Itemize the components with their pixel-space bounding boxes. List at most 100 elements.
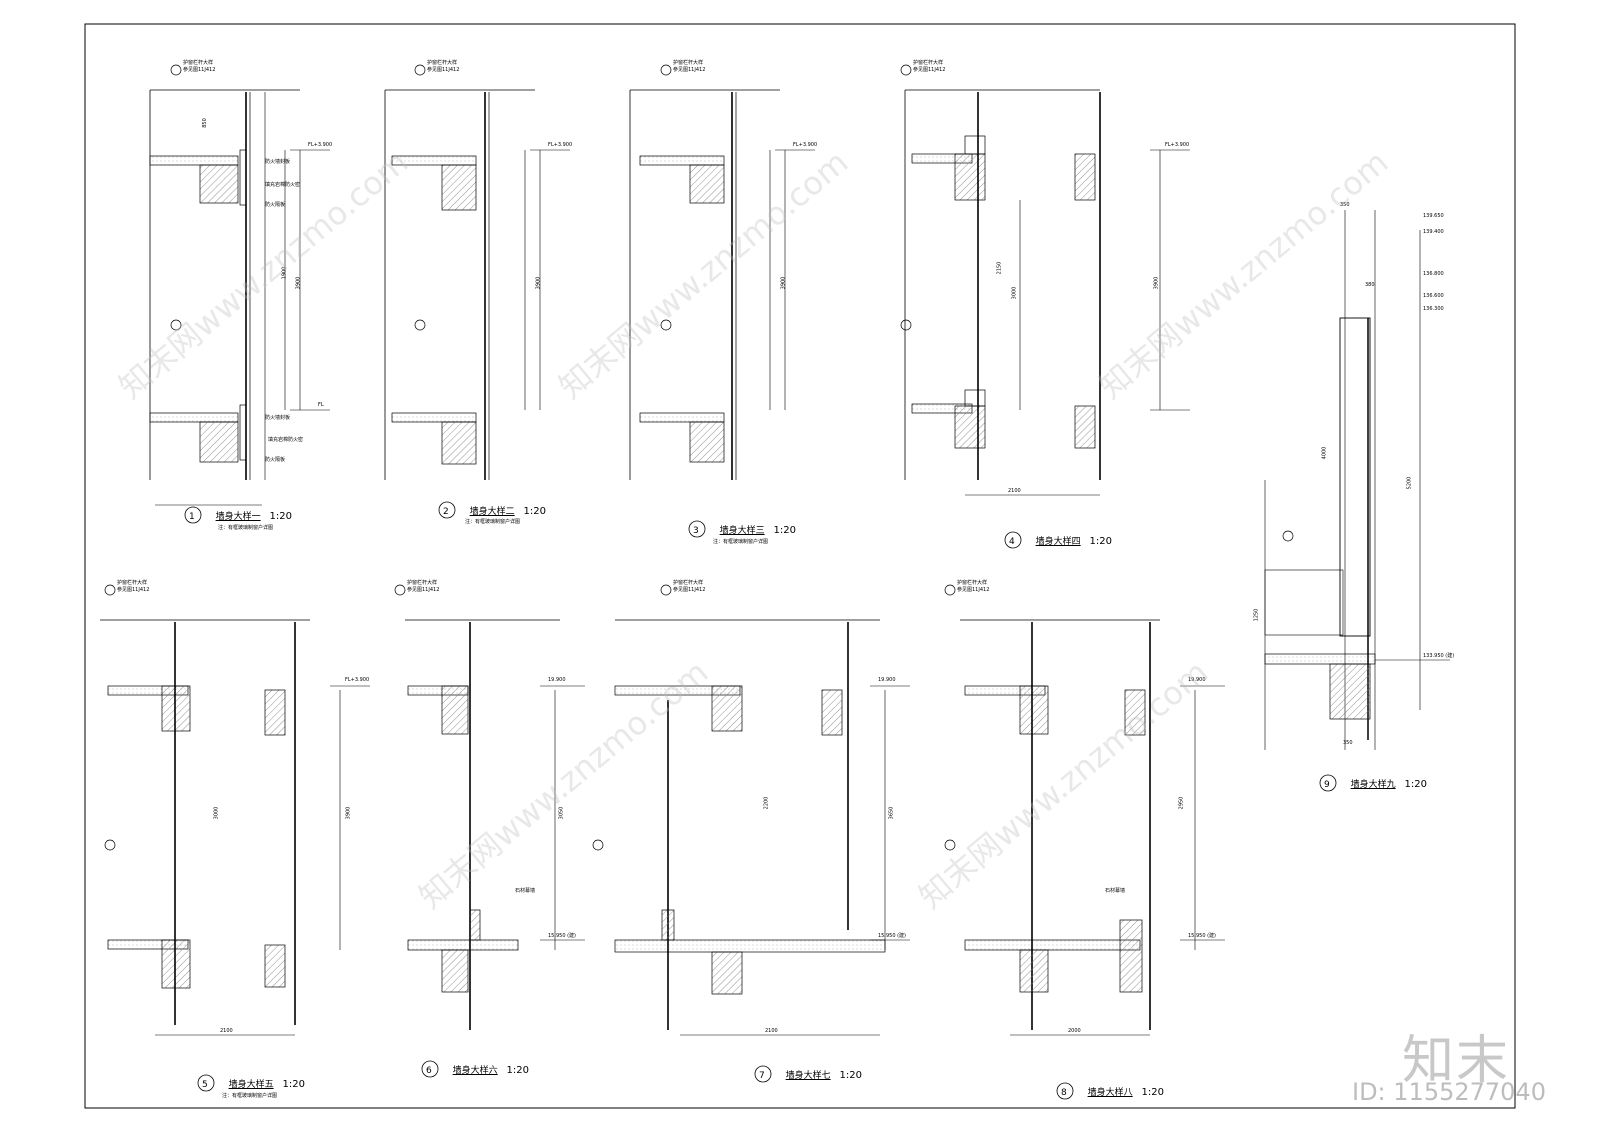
detail-scale: 1:20 — [282, 1079, 305, 1090]
label-fire-plate: 防火墙封板 — [265, 415, 291, 421]
detail-1-note: 注：有框玻璃制窗户详图 — [218, 525, 274, 531]
detail-scale: 1:20 — [839, 1070, 862, 1081]
callout-label: 护窗栏杆大样 — [117, 580, 148, 586]
detail-scale: 1:20 — [523, 506, 546, 517]
dim-2100: 2100 — [220, 1028, 233, 1034]
detail-scale: 1:20 — [269, 511, 292, 522]
elevation-136600: 136.600 — [1423, 293, 1444, 299]
detail-3 — [629, 89, 786, 480]
detail-1-label: 1 墙身大样一 1:20 — [189, 509, 292, 522]
detail-4-label: 4 墙身大样四 1:20 — [1009, 534, 1112, 547]
label-fire-board: 防火隔板 — [265, 457, 286, 463]
dim-2000: 2000 — [1068, 1028, 1081, 1034]
detail-scale: 1:20 — [1141, 1087, 1164, 1098]
elevation-19900: 19.900 — [548, 677, 566, 683]
callout-label: 护窗栏杆大样 — [427, 60, 458, 66]
dim-3900: 3900 — [780, 276, 787, 290]
detail-title: 墙身大样六 — [452, 1066, 498, 1076]
detail-title: 墙身大样三 — [719, 526, 765, 536]
detail-2-label: 2 墙身大样二 1:20 — [443, 504, 546, 517]
elevation-15950: 15.950 (建) — [1188, 933, 1216, 939]
label-stone: 石材幕墙 — [1105, 888, 1126, 894]
dim-3000: 3000 — [1011, 286, 1018, 300]
detail-1 — [149, 89, 301, 506]
sheet-border — [84, 23, 1516, 1109]
dim-4000: 4000 — [1321, 446, 1328, 460]
callout-label: 护窗栏杆大样 — [673, 580, 704, 586]
elevation-19900: 19.900 — [878, 677, 896, 683]
detail-5-label: 5 墙身大样五 1:20 — [202, 1077, 305, 1090]
dim-2200: 2200 — [763, 796, 770, 810]
watermark-id: ID: 1155277040 — [1352, 1078, 1546, 1106]
dim-5200: 5200 — [1406, 476, 1413, 490]
callout-text: 护窗栏杆大样 参见图11J412 — [913, 60, 945, 74]
elevation-fl-top: FL+3.900 — [1165, 142, 1190, 148]
callout-ref: 参见图11J412 — [957, 587, 990, 593]
detail-scale: 1:20 — [506, 1065, 529, 1076]
detail-9 — [1264, 210, 1421, 750]
detail-number: 4 — [1009, 537, 1015, 547]
detail-6 — [405, 619, 560, 1030]
label-fire-plate: 防火墙封板 — [265, 159, 291, 165]
callout-ref: 参见图11J412 — [183, 67, 216, 73]
elevation-fl: FL — [318, 402, 324, 408]
elevation-fl-top: FL+3.900 — [793, 142, 818, 148]
dim-2150: 2150 — [996, 261, 1003, 275]
callout-label: 护窗栏杆大样 — [673, 60, 704, 66]
dim-380: 380 — [1365, 282, 1375, 288]
detail-title: 墙身大样二 — [469, 507, 515, 517]
watermark-logo: 知末 — [1402, 1031, 1511, 1091]
label-rock-wool: 填充岩棉防火密 — [268, 437, 304, 443]
callout-ref: 参见图11J412 — [673, 67, 706, 73]
label-fire-board: 防火隔板 — [265, 202, 286, 208]
detail-3-label: 3 墙身大样三 1:20 — [693, 523, 796, 536]
detail-number: 7 — [759, 1071, 765, 1081]
elevation-139400: 139.400 — [1423, 229, 1444, 235]
detail-number: 5 — [202, 1080, 208, 1090]
callout-text: 护窗栏杆大样 参见图11J412 — [183, 60, 215, 74]
dim-3050: 3050 — [558, 806, 565, 820]
detail-number: 3 — [693, 526, 699, 536]
elevation-136300: 136.300 — [1423, 306, 1444, 312]
detail-7-label: 7 墙身大样七 1:20 — [759, 1068, 862, 1081]
elevation-136800: 136.800 — [1423, 271, 1444, 277]
dim-3900: 3900 — [1153, 276, 1160, 290]
callout-text: 护窗栏杆大样 参见图11J412 — [957, 580, 989, 594]
dim-1250: 1250 — [1253, 608, 1260, 622]
callout-label: 护窗栏杆大样 — [957, 580, 988, 586]
detail-scale: 1:20 — [773, 525, 796, 536]
detail-title: 墙身大样四 — [1035, 537, 1081, 547]
detail-title: 墙身大样七 — [785, 1071, 831, 1081]
detail-8-label: 8 墙身大样八 1:20 — [1061, 1085, 1164, 1098]
detail-2 — [384, 89, 541, 480]
elevation-139650: 139.650 — [1423, 213, 1444, 219]
callout-label: 护窗栏杆大样 — [407, 580, 438, 586]
callout-ref: 参见图11J412 — [427, 67, 460, 73]
detail-scale: 1:20 — [1089, 536, 1112, 547]
level-lines — [290, 149, 1450, 941]
detail-3-note: 注：有框玻璃制窗户详图 — [713, 539, 769, 545]
detail-title: 墙身大样一 — [215, 512, 261, 522]
detail-number: 2 — [443, 507, 449, 517]
dim-850: 850 — [201, 118, 208, 128]
detail-9-label: 9 墙身大样九 1:20 — [1324, 777, 1427, 790]
dim-3900: 3900 — [535, 276, 542, 290]
detail-2-note: 注：有框玻璃制窗户详图 — [465, 519, 521, 525]
detail-7 — [614, 619, 886, 1036]
callout-text: 护窗栏杆大样 参见图11J412 — [673, 60, 705, 74]
callout-text: 护窗栏杆大样 参见图11J412 — [673, 580, 705, 594]
elevation-fl-top: FL+3.900 — [345, 677, 370, 683]
callout-ref: 参见图11J412 — [117, 587, 150, 593]
detail-4 — [904, 89, 1161, 496]
detail-number: 8 — [1061, 1088, 1067, 1098]
dim-3000: 3000 — [213, 806, 220, 820]
callout-label: 护窗栏杆大样 — [913, 60, 944, 66]
elevation-133950: 133.950 (建) — [1423, 653, 1455, 659]
detail-6-label: 6 墙身大样六 1:20 — [426, 1063, 529, 1076]
dim-350: 350 — [1343, 740, 1353, 746]
detail-number: 6 — [426, 1066, 432, 1076]
dim-350: 350 — [1340, 202, 1350, 208]
elevation-fl-top: FL+3.900 — [308, 142, 333, 148]
dim-3900: 3900 — [295, 276, 302, 290]
